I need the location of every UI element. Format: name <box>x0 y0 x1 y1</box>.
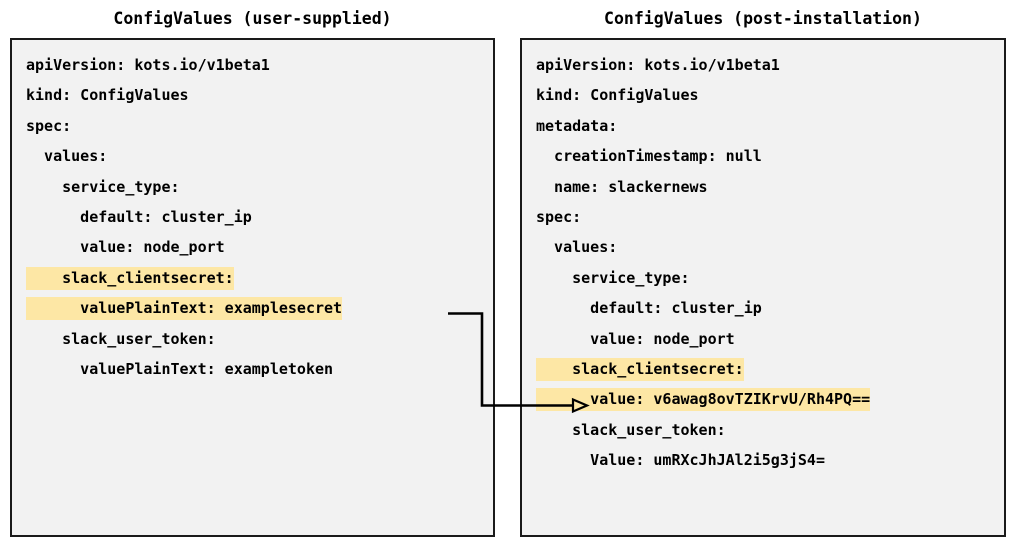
yaml-code-block-user-supplied: apiVersion: kots.io/v1beta1 kind: ConfigV… <box>10 38 495 537</box>
yaml-line-text: apiVersion: kots.io/v1beta1 <box>26 56 270 74</box>
yaml-line: apiVersion: kots.io/v1beta1 <box>522 50 1004 80</box>
yaml-line: kind: ConfigValues <box>12 80 493 110</box>
yaml-line: kind: ConfigValues <box>522 80 1004 110</box>
yaml-line-text: service_type: <box>26 177 180 196</box>
yaml-line-text: Value: umRXcJhJAl2i5g3jS4= <box>536 451 825 470</box>
yaml-line-text: creationTimestamp: null <box>536 147 762 166</box>
yaml-line-text: default: cluster_ip <box>26 207 252 226</box>
yaml-line: slack_user_token: <box>522 415 1004 445</box>
yaml-line-text: slack_clientsecret: <box>536 357 744 381</box>
yaml-line: name: slackernews <box>522 172 1004 202</box>
yaml-line: slack_clientsecret: <box>12 263 493 293</box>
yaml-line-text: name: slackernews <box>536 177 708 196</box>
yaml-line-text: valuePlainText: exampletoken <box>26 359 334 378</box>
panel-title-user-supplied: ConfigValues (user-supplied) <box>113 9 392 28</box>
yaml-line: apiVersion: kots.io/v1beta1 <box>12 50 493 80</box>
yaml-line-text: kind: ConfigValues <box>26 86 189 105</box>
yaml-line: value: node_port <box>522 324 1004 354</box>
yaml-line-text: slack_user_token: <box>26 329 216 348</box>
yaml-line: slack_clientsecret: <box>522 354 1004 384</box>
yaml-line-text: values: <box>26 147 108 166</box>
yaml-line-text: default: cluster_ip <box>536 299 762 318</box>
yaml-line-text: kind: ConfigValues <box>536 86 699 105</box>
yaml-line-text: slack_clientsecret: <box>26 266 234 290</box>
yaml-line: values: <box>522 232 1004 262</box>
yaml-line: default: cluster_ip <box>12 202 493 232</box>
yaml-line-text: spec: <box>536 207 582 226</box>
yaml-line-text: service_type: <box>536 268 690 287</box>
yaml-line: service_type: <box>12 172 493 202</box>
panel-title-post-installation: ConfigValues (post-installation) <box>604 9 922 28</box>
yaml-line: default: cluster_ip <box>522 293 1004 323</box>
yaml-line: value: v6awag8ovTZIKrvU/Rh4PQ== <box>522 384 1004 414</box>
yaml-line: creationTimestamp: null <box>522 141 1004 171</box>
yaml-line: slack_user_token: <box>12 324 493 354</box>
yaml-line: Value: umRXcJhJAl2i5g3jS4= <box>522 445 1004 475</box>
yaml-line: service_type: <box>522 263 1004 293</box>
config-values-user-supplied-panel: ConfigValues (user-supplied) apiVersion:… <box>10 0 495 537</box>
yaml-line-text: spec: <box>26 116 72 135</box>
yaml-line-text: value: node_port <box>26 238 225 257</box>
yaml-line-text: value: v6awag8ovTZIKrvU/Rh4PQ== <box>536 388 871 412</box>
yaml-line-text: value: node_port <box>536 329 735 348</box>
yaml-line-text: valuePlainText: examplesecret <box>26 297 343 321</box>
yaml-line: spec: <box>522 202 1004 232</box>
yaml-line: valuePlainText: exampletoken <box>12 354 493 384</box>
yaml-code-block-post-installation: apiVersion: kots.io/v1beta1 kind: ConfigV… <box>520 38 1006 537</box>
yaml-line: metadata: <box>522 111 1004 141</box>
yaml-line: value: node_port <box>12 232 493 262</box>
yaml-line-text: metadata: <box>536 116 618 135</box>
yaml-line: values: <box>12 141 493 171</box>
yaml-line: valuePlainText: examplesecret <box>12 293 493 323</box>
config-values-post-installation-panel: ConfigValues (post-installation) apiVers… <box>520 0 1006 537</box>
yaml-line-text: apiVersion: kots.io/v1beta1 <box>536 56 780 74</box>
yaml-line-text: values: <box>536 238 618 257</box>
yaml-line: spec: <box>12 111 493 141</box>
yaml-line-text: slack_user_token: <box>536 420 726 439</box>
